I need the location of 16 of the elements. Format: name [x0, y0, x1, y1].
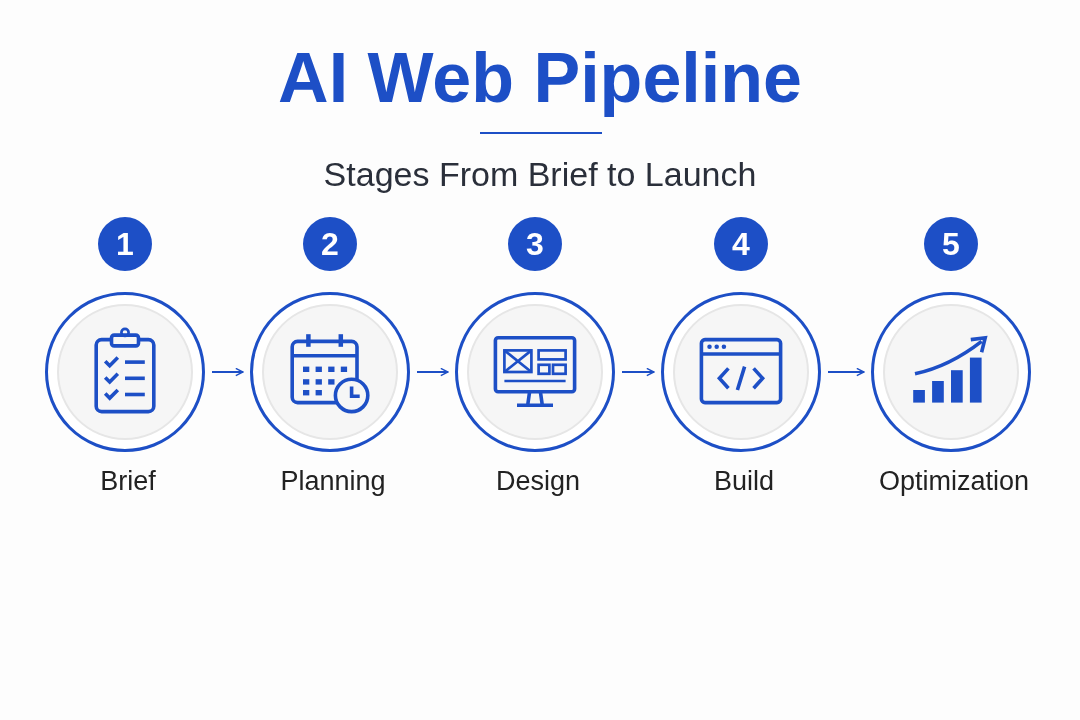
- subtitle: Stages From Brief to Launch: [322, 154, 758, 194]
- step-number-badge: 1: [98, 217, 152, 271]
- stage-label: Brief: [99, 465, 157, 498]
- stage-label: Build: [712, 465, 775, 498]
- arrow: [211, 367, 244, 377]
- stage-label: Design: [494, 465, 581, 498]
- arrow: [827, 367, 865, 377]
- stage-label: Planning: [279, 465, 387, 498]
- arrow: [416, 367, 449, 377]
- step-number-badge: 5: [924, 217, 978, 271]
- step-number-badge: 4: [714, 217, 768, 271]
- arrow: [621, 367, 655, 377]
- step-number-badge: 3: [508, 217, 562, 271]
- stage-label: Optimization: [877, 465, 1031, 498]
- title: AI Web Pipeline: [277, 38, 803, 119]
- step-number-badge: 2: [303, 217, 357, 271]
